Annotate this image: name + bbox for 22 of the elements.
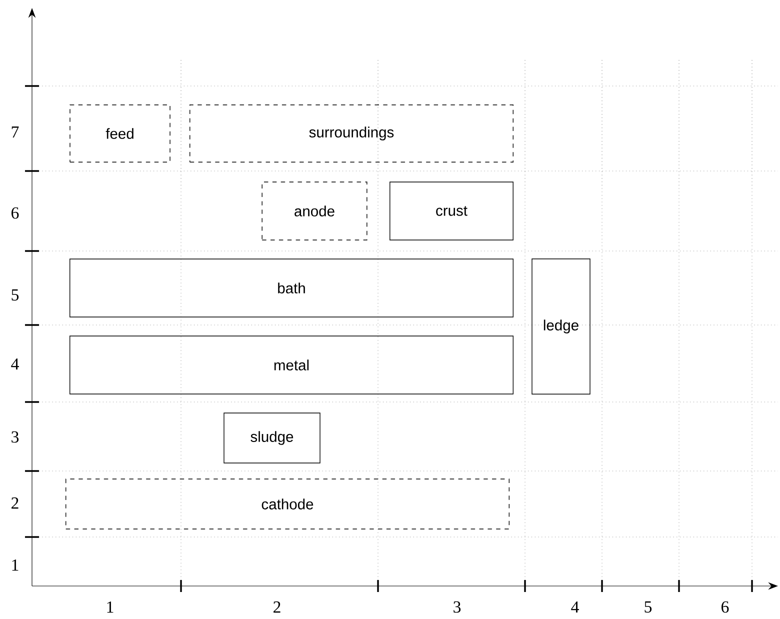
axis-label: 7 [12, 126, 19, 138]
axis-label: 5 [12, 289, 19, 301]
axis-label: 4 [11, 358, 19, 370]
region-box: cathode [66, 478, 510, 530]
axis-label: 2 [274, 601, 280, 613]
axis-label: 3 [12, 431, 19, 443]
axis-label: 4 [571, 601, 579, 613]
axis-label: 1 [107, 601, 114, 613]
region-box: metal [70, 336, 514, 394]
region-box: sludge [224, 412, 320, 464]
region-box: surroundings [190, 104, 514, 162]
axis-label: 1 [12, 559, 18, 571]
axis-label: 2 [12, 497, 18, 509]
region-box: ledge [532, 258, 590, 394]
axis-label: 6 [12, 207, 19, 219]
axis-label: 6 [722, 601, 729, 613]
region-box: anode [262, 182, 368, 240]
region-box: crust [390, 182, 514, 240]
axis-label: 3 [454, 601, 461, 613]
region-box: bath [70, 258, 514, 318]
region-box: feed [70, 104, 170, 162]
axis-label: 5 [644, 601, 652, 613]
